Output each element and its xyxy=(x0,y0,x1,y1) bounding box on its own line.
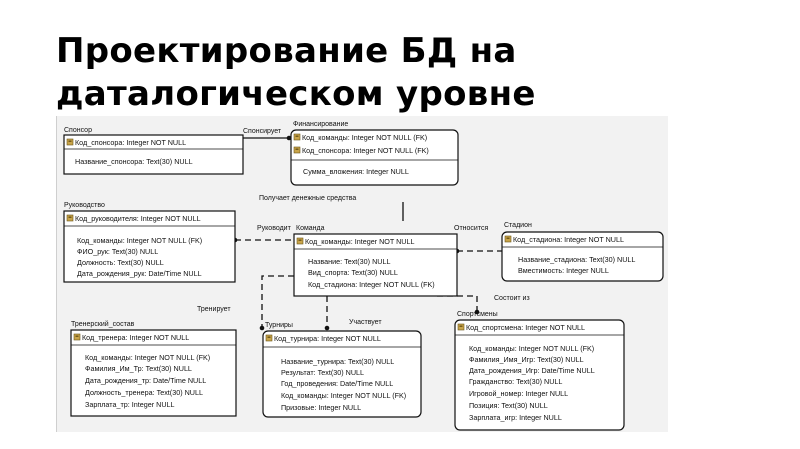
entity-field: Год_проведения: Date/Time NULL xyxy=(281,379,393,388)
entity-field: Дата_рождения_Игр: Date/Time NULL xyxy=(469,366,595,375)
entity-title: Турниры xyxy=(265,322,293,329)
key-icon xyxy=(66,214,74,222)
entity-field: ФИО_рук: Text(30) NULL xyxy=(77,247,158,256)
key-icon xyxy=(504,235,512,243)
key-icon xyxy=(66,138,74,146)
entity-field: Код_стадиона: Integer NOT NULL (FK) xyxy=(308,280,435,289)
rel-end-dot xyxy=(474,309,480,315)
rel-line-team-athletes xyxy=(437,295,478,312)
entity-box xyxy=(454,319,625,431)
rel-label-participates: Участвует xyxy=(349,319,382,326)
rel-end-dot xyxy=(286,135,292,141)
entity-field: Название_спонсора: Text(30) NULL xyxy=(75,157,193,166)
entity-team: Команда Код_команды: Integer NOT NULL На… xyxy=(293,225,458,297)
entity-field: Название_турнира: Text(30) NULL xyxy=(281,357,394,366)
entity-box xyxy=(63,134,244,175)
entity-title: Команда xyxy=(296,225,325,232)
key-icon xyxy=(296,237,304,245)
entity-field: Гражданство: Text(30) NULL xyxy=(469,377,562,386)
rel-label-located: Относится xyxy=(454,225,488,232)
entity-field: Дата_рождения_тр: Date/Time NULL xyxy=(85,376,206,385)
entity-box xyxy=(290,129,459,186)
entity-field: Зарплата_тр: Integer NULL xyxy=(85,400,175,409)
title-line-2: даталогическом уровне xyxy=(56,74,536,114)
entity-field: Призовые: Integer NULL xyxy=(281,403,361,412)
entity-title: Тренерский_состав xyxy=(71,320,135,328)
entity-box xyxy=(70,329,237,417)
entity-field: Название: Text(30) NULL xyxy=(308,257,390,266)
entity-field: Игровой_номер: Integer NULL xyxy=(469,389,568,398)
key-field: Код_руководителя: Integer NOT NULL xyxy=(75,214,201,223)
key-field: Код_команды: Integer NOT NULL xyxy=(305,237,415,246)
entity-box xyxy=(293,233,458,297)
entity-box xyxy=(262,330,422,418)
entity-title: Спонсор xyxy=(64,127,92,134)
title-line-1: Проектирование БД на xyxy=(56,31,517,71)
entity-field: Должность_тренера: Text(30) NULL xyxy=(85,388,203,397)
entity-field: Код_команды: Integer NOT NULL (FK) xyxy=(281,391,406,400)
key-icon xyxy=(293,146,301,154)
entity-coaching-staff: Тренерский_состав Код_тренера: Integer N… xyxy=(70,320,237,417)
entity-box xyxy=(501,231,664,282)
key-icon xyxy=(293,133,301,141)
rel-line-team-coaching xyxy=(261,275,294,328)
entity-field: Позиция: Text(30) NULL xyxy=(469,401,548,410)
key-field: Код_спонсора: Integer NOT NULL (FK) xyxy=(302,146,429,155)
key-icon xyxy=(73,333,81,341)
key-field: Код_тренера: Integer NOT NULL xyxy=(82,333,189,342)
entity-title: Руководство xyxy=(64,202,105,209)
rel-label-consists: Состоит из xyxy=(494,295,530,302)
key-icon xyxy=(457,323,465,331)
key-field: Код_турнира: Integer NOT NULL xyxy=(274,334,381,343)
entity-title: Стадион xyxy=(504,222,532,229)
entity-field: Сумма_вложения: Integer NULL xyxy=(303,167,409,176)
er-diagram: Спонсирует Получает денежные средства Ру… xyxy=(56,116,668,432)
key-field: Код_спонсора: Integer NOT NULL xyxy=(75,138,186,147)
entity-field: Зарплата_игр: Integer NULL xyxy=(469,413,562,422)
page-title: Проектирование БД на даталогическом уров… xyxy=(56,30,756,116)
rel-end-dot xyxy=(324,325,330,331)
rel-label-manages: Руководит xyxy=(257,225,292,232)
entity-field: Результат: Text(30) NULL xyxy=(281,368,364,377)
rel-label-receives-funds: Получает денежные средства xyxy=(259,195,356,202)
entity-sponsor: Спонсор Код_спонсора: Integer NOT NULL Н… xyxy=(63,127,244,175)
entity-field: Код_команды: Integer NOT NULL (FK) xyxy=(469,344,594,353)
rel-end-dot xyxy=(259,325,265,331)
entity-title: Финансирование xyxy=(293,121,348,128)
entity-box xyxy=(63,210,236,283)
er-diagram-canvas: Спонсирует Получает денежные средства Ру… xyxy=(63,121,664,431)
rel-label-sponsors: Спонсирует xyxy=(243,128,282,135)
entity-leadership: Руководство Код_руководителя: Integer NO… xyxy=(63,202,236,283)
entity-field: Вместимость: Integer NULL xyxy=(518,266,609,275)
entity-field: Название_стадиона: Text(30) NULL xyxy=(518,255,635,264)
entity-title: Спортсмены xyxy=(457,311,498,318)
entity-field: Код_команды: Integer NOT NULL (FK) xyxy=(85,353,210,362)
entity-field: Вид_спорта: Text(30) NULL xyxy=(308,268,398,277)
entity-field: Фамилия_Им_Тр: Text(30) NULL xyxy=(85,364,192,373)
entity-field: Дата_рождения_рук: Date/Time NULL xyxy=(77,269,202,278)
entity-field: Фамилия_Имя_Игр: Text(30) NULL xyxy=(469,355,584,364)
entity-athletes: Спортсмены Код_спортсмена: Integer NOT N… xyxy=(454,311,625,431)
entity-tournaments: Турниры Код_турнира: Integer NOT NULL На… xyxy=(262,322,422,418)
rel-label-coaches: Тренирует xyxy=(197,306,231,313)
key-field: Код_спортсмена: Integer NOT NULL xyxy=(466,323,585,332)
entity-field: Должность: Text(30) NULL xyxy=(77,258,164,267)
entity-financing: Финансирование Код_команды: Integer NOT … xyxy=(290,121,459,186)
entity-field: Код_команды: Integer NOT NULL (FK) xyxy=(77,236,202,245)
key-field: Код_команды: Integer NOT NULL (FK) xyxy=(302,133,427,142)
key-icon xyxy=(265,334,273,342)
key-field: Код_стадиона: Integer NOT NULL xyxy=(513,235,624,244)
entity-stadium: Стадион Код_стадиона: Integer NOT NULL Н… xyxy=(501,222,664,282)
